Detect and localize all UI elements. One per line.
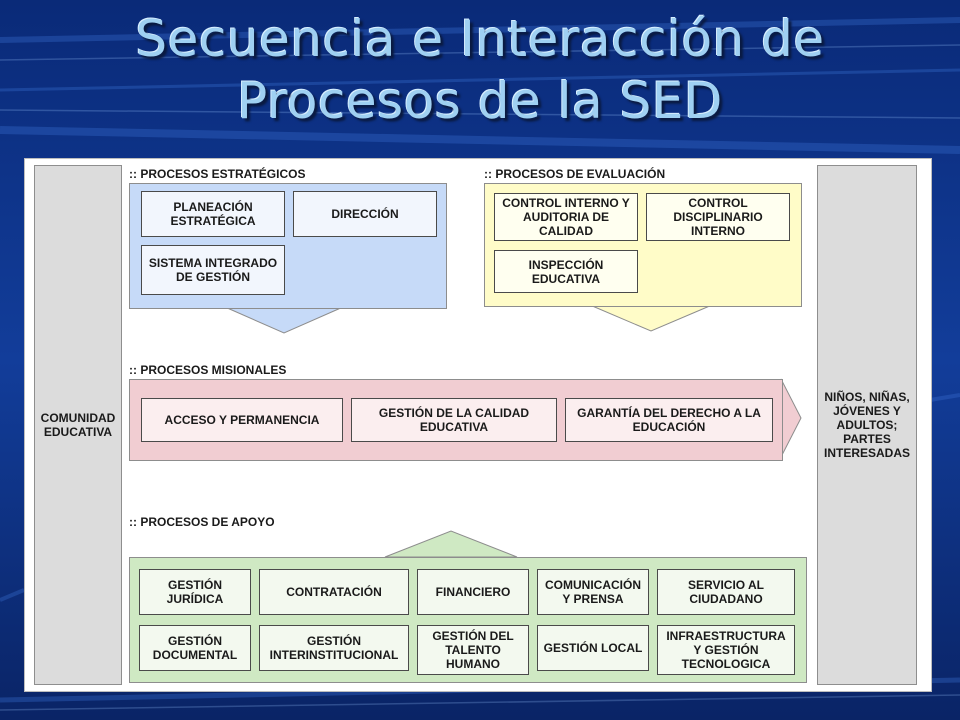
right-column-stakeholders: NIÑOS, NIÑAS, JÓVENES Y ADULTOS; PARTES … <box>817 165 917 685</box>
box-comunicacion-prensa: COMUNICACIÓN Y PRENSA <box>537 569 649 615</box>
slide-title-line-1: Secuencia e Interacción de <box>135 10 825 68</box>
missional-right-arrow <box>780 378 802 458</box>
process-map-panel: COMUNIDAD EDUCATIVA NIÑOS, NIÑAS, JÓVENE… <box>24 158 932 692</box>
box-gestion-local: GESTIÓN LOCAL <box>537 625 649 671</box>
box-planeacion-estrategica: PLANEACIÓN ESTRATÉGICA <box>141 191 285 237</box>
box-servicio-ciudadano: SERVICIO AL CIUDADANO <box>657 569 795 615</box>
left-column-comunidad: COMUNIDAD EDUCATIVA <box>34 165 122 685</box>
right-column-label: NIÑOS, NIÑAS, JÓVENES Y ADULTOS; PARTES … <box>823 390 910 460</box>
box-gestion-documental: GESTIÓN DOCUMENTAL <box>139 625 251 671</box>
strategic-section-label: :: PROCESOS ESTRATÉGICOS <box>129 167 306 181</box>
box-control-interno: CONTROL INTERNO Y AUDITORIA DE CALIDAD <box>494 193 638 241</box>
connector-arrows <box>224 304 802 558</box>
left-column-label: COMUNIDAD EDUCATIVA <box>40 411 116 439</box>
box-acceso-permanencia: ACCESO Y PERMANENCIA <box>141 398 343 442</box>
box-garantia-derecho: GARANTÍA DEL DERECHO A LA EDUCACIÓN <box>565 398 773 442</box>
box-sistema-integrado: SISTEMA INTEGRADO DE GESTIÓN <box>141 245 285 295</box>
evaluation-down-arrow <box>589 304 713 332</box>
evaluation-section-label: :: PROCESOS DE EVALUACIÓN <box>484 167 666 181</box>
strategic-down-arrow <box>224 306 344 334</box>
box-control-disciplinario: CONTROL DISCIPLINARIO INTERNO <box>646 193 790 241</box>
box-financiero: FINANCIERO <box>417 569 529 615</box>
box-contratacion: CONTRATACIÓN <box>259 569 409 615</box>
box-gestion-calidad: GESTIÓN DE LA CALIDAD EDUCATIVA <box>351 398 557 442</box>
box-inspeccion-educativa: INSPECCIÓN EDUCATIVA <box>494 250 638 293</box>
box-gestion-interinstitucional: GESTIÓN INTERINSTITUCIONAL <box>259 625 409 671</box>
slide-title-line-2: Procesos de la SED <box>237 72 723 130</box>
box-gestion-talento-humano: GESTIÓN DEL TALENTO HUMANO <box>417 625 529 675</box>
support-up-arrow <box>384 530 518 558</box>
box-gestion-juridica: GESTIÓN JURÍDICA <box>139 569 251 615</box>
box-infraestructura: INFRAESTRUCTURA Y GESTIÓN TECNOLOGICA <box>657 625 795 675</box>
slide-title: Secuencia e Interacción de Procesos de l… <box>0 8 960 132</box>
box-direccion: DIRECCIÓN <box>293 191 437 237</box>
support-section-label: :: PROCESOS DE APOYO <box>129 515 275 529</box>
missional-section-label: :: PROCESOS MISIONALES <box>129 363 287 377</box>
